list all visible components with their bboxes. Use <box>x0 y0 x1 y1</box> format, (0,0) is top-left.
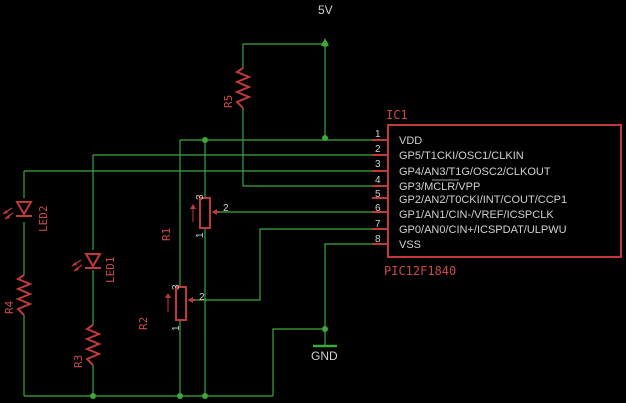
r5-resistor-icon <box>234 67 252 109</box>
vcc-symbol: 5V <box>318 3 333 46</box>
r1-pot-icon <box>199 197 211 229</box>
junction-vcc-vdd <box>322 135 328 141</box>
ic1-pin-3-name: GP4/AN3/T1G/OSC2/CLKOUT <box>399 166 551 178</box>
r1-adjust-arrow-head <box>190 204 196 209</box>
led2-label: LED2 <box>37 206 50 233</box>
ic1-pin-5-num: 5 <box>375 189 381 200</box>
r4: R4 <box>3 274 33 316</box>
ic1-ref: IC1 <box>386 108 408 122</box>
ic1-pin-8-name: VSS <box>399 239 421 251</box>
r2-pin-3: 3 <box>171 284 182 290</box>
r5-label: R5 <box>222 95 235 108</box>
r2-pin-2: 2 <box>199 292 205 303</box>
ic1-pin-1-name: VDD <box>399 135 422 147</box>
led1: LED1 <box>71 253 117 284</box>
vcc-label: 5V <box>318 3 333 17</box>
ic1-pin-8-num: 8 <box>375 234 381 245</box>
r3: R3 <box>72 324 102 368</box>
r1-wiper-arrow-icon <box>212 209 217 215</box>
ic1: IC1 PIC12F1840 1 2 3 4 5 6 7 8 VDD GP5/T… <box>372 108 622 278</box>
r2-pot-icon <box>175 286 187 321</box>
ic1-pin-1-num: 1 <box>375 129 381 140</box>
r1: R1 3 1 2 <box>160 194 229 241</box>
ic1-pin-2-name: GP5/T1CKI/OSC1/CLKIN <box>399 150 524 162</box>
r2-adjust-arrow-head <box>165 293 171 298</box>
junction-gnd-r1 <box>202 393 208 399</box>
led1-diode-icon <box>84 253 102 268</box>
r2-label: R2 <box>137 317 150 330</box>
gnd-label: GND <box>311 349 338 363</box>
ic1-pin-3-num: 3 <box>375 159 381 170</box>
r2-wiper-arrow-icon <box>188 297 193 303</box>
led1-label: LED1 <box>104 257 117 284</box>
gp0-wire <box>190 228 372 301</box>
ic1-pin-5-name: GP2/AN2/T0CKI/INT/COUT/CCP1 <box>399 194 567 206</box>
led2-emission-icon <box>2 207 14 220</box>
r4-label: R4 <box>3 300 16 314</box>
gnd-symbol: GND <box>311 344 338 363</box>
ic1-pins: 1 2 3 4 5 6 7 8 VDD GP5/T1CKI/OSC1/CLKIN… <box>372 129 567 251</box>
ic1-pin-4-num: 4 <box>375 175 381 186</box>
r2-pin-1: 1 <box>171 325 182 331</box>
ic1-pin-4-name: GP3/MCLR/VPP <box>399 181 480 193</box>
r3-resistor-icon <box>84 324 102 366</box>
ic1-body <box>387 124 622 258</box>
junction-vdd-r1 <box>202 137 208 143</box>
junction-gnd-r3 <box>90 393 96 399</box>
r4-resistor-icon <box>15 274 33 316</box>
wires <box>23 43 372 397</box>
r1-label: R1 <box>160 228 173 241</box>
r5: R5 <box>222 67 252 109</box>
r1-pin-3: 3 <box>195 194 206 200</box>
led2: LED2 <box>2 201 50 233</box>
gnd-link-wire <box>272 328 325 396</box>
ic1-pin-7-name: GP0/AN0/CIN+/ICSPDAT/ULPWU <box>399 224 567 236</box>
r1-pin-2: 2 <box>223 203 229 214</box>
r3-label: R3 <box>72 355 85 368</box>
vss-wire <box>324 243 372 346</box>
ic1-pin-2-num: 2 <box>375 144 381 155</box>
led2-diode-icon <box>15 201 33 216</box>
junction-gnd <box>322 326 328 332</box>
ic1-pin-7-num: 7 <box>375 219 381 230</box>
junction-gnd-r2 <box>177 393 183 399</box>
r1-pin-1: 1 <box>195 232 206 238</box>
ic1-pin-6-num: 6 <box>375 203 381 214</box>
ic1-pin-6-name: GP1/AN1/CIN-/VREF/ICSPCLK <box>399 209 554 221</box>
ic1-part: PIC12F1840 <box>384 264 456 278</box>
vcc-arrow-icon <box>321 38 329 46</box>
r2: R2 3 1 2 <box>137 284 205 331</box>
led1-emission-icon <box>71 259 83 272</box>
